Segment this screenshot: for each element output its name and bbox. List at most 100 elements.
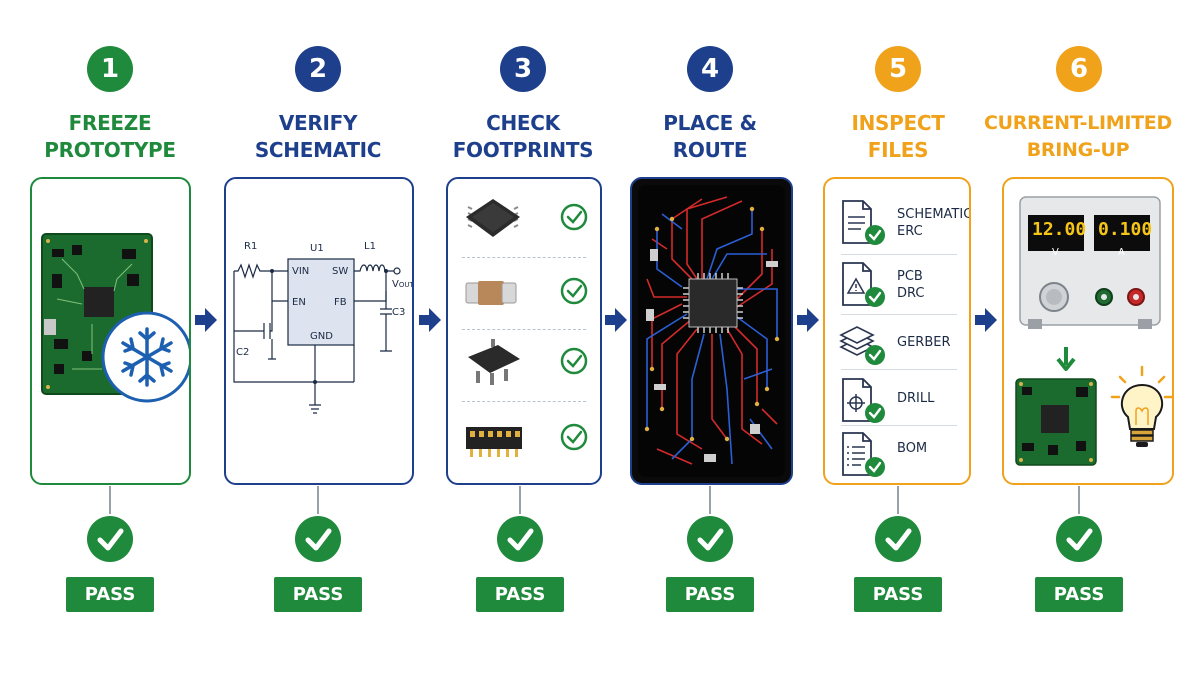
- step-3-card: [446, 177, 602, 485]
- step-6-title: CURRENT-LIMITED BRING-UP: [982, 110, 1174, 164]
- step-6-connector: [1078, 486, 1080, 514]
- arrow-right-icon: [605, 308, 627, 332]
- file-label-line2: ERC: [897, 224, 923, 239]
- schematic-c2-label: C2: [236, 347, 249, 358]
- step-5-inspect-files: 5 INSPECT FILES SCHEMATIC ERC: [798, 0, 998, 675]
- power-supply-and-lightbulb: [1015, 196, 1172, 466]
- schematic-c3-label: C3: [392, 307, 405, 318]
- pin-header-icon: [466, 427, 522, 457]
- step-3-check-icon: [497, 516, 543, 562]
- check-icon: [865, 345, 885, 365]
- file-label-line1: GERBER: [897, 335, 951, 350]
- step-3-connector: [519, 486, 521, 514]
- step-2-title-line2: SCHEMATIC: [254, 138, 382, 162]
- divider: [841, 314, 957, 315]
- step-3-title-line1: CHECK: [486, 111, 560, 135]
- step-4-card: [630, 177, 793, 485]
- schematic-vin-pin: VIN: [292, 266, 309, 277]
- schematic-sw-pin: SW: [332, 266, 348, 277]
- schematic-diagram: R1 U1 L1 VIN SW EN FB GND C2 C3 VOUT: [233, 241, 414, 414]
- step-5-check-icon: [875, 516, 921, 562]
- file-label-line1: DRILL: [897, 391, 935, 406]
- step-5-title-line2: FILES: [867, 138, 929, 162]
- step-2-card: R1 U1 L1 VIN SW EN FB GND C2 C3 VOUT: [224, 177, 414, 485]
- step-4-connector: [709, 486, 711, 514]
- check-icon: [560, 347, 588, 375]
- schematic-en-pin: EN: [292, 297, 306, 308]
- schematic-fb-pin: FB: [334, 297, 347, 308]
- step-6-title-line1: CURRENT-LIMITED: [984, 112, 1172, 134]
- step-1-number-badge: 1: [87, 46, 133, 92]
- check-icon: [865, 225, 885, 245]
- divider: [462, 401, 586, 402]
- step-4-check-icon: [687, 516, 733, 562]
- step-2-title-line1: VERIFY: [278, 111, 358, 135]
- arrow-right-icon: [975, 308, 997, 332]
- step-1-pass-badge: PASS: [66, 577, 154, 612]
- check-icon: [865, 457, 885, 477]
- step-3-title-line2: FOOTPRINTS: [452, 138, 594, 162]
- footprint-row: [448, 331, 600, 401]
- divider: [841, 254, 957, 255]
- step-2-connector: [317, 486, 319, 514]
- current-display: 0.100: [1098, 219, 1153, 240]
- check-icon: [560, 423, 588, 451]
- layers-icon: [839, 326, 875, 356]
- step-5-title: INSPECT FILES: [798, 110, 998, 164]
- step-1-freeze-prototype: 1 FREEZE PROTOTYPE: [10, 0, 210, 675]
- divider: [462, 257, 586, 258]
- file-check-gerber: GERBER: [837, 319, 969, 369]
- step-2-title: VERIFY SCHEMATIC: [218, 110, 418, 164]
- step-1-title-line2: PROTOTYPE: [44, 138, 176, 162]
- capacitor-0805-icon: [465, 281, 517, 305]
- file-label-line2: DRC: [897, 286, 925, 301]
- step-3-title: CHECK FOOTPRINTS: [423, 110, 623, 164]
- arrow-right-icon: [195, 308, 217, 332]
- step-6-check-icon: [1056, 516, 1102, 562]
- step-3-check-footprints: 3 CHECK FOOTPRINTS: [423, 0, 623, 675]
- step-1-card: [30, 177, 191, 485]
- step-2-number-badge: 2: [295, 46, 341, 92]
- step-1-title: FREEZE PROTOTYPE: [10, 110, 210, 164]
- step-4-place-route: 4 PLACE & ROUTE: [610, 0, 810, 675]
- voltage-display: 12.00: [1032, 219, 1087, 240]
- step-3-number-badge: 3: [500, 46, 546, 92]
- pcb-with-snowflake-icon: [41, 233, 189, 403]
- routed-pcb-layout: [638, 185, 785, 477]
- sot23-transistor-icon: [468, 339, 520, 385]
- file-label-line1: PCB: [897, 269, 923, 284]
- arrow-right-icon: [419, 308, 441, 332]
- schematic-vout-label: VOUT: [392, 279, 414, 290]
- divider: [841, 369, 957, 370]
- schematic-u1-label: U1: [310, 243, 324, 254]
- step-2-check-icon: [295, 516, 341, 562]
- step-2-verify-schematic: 2 VERIFY SCHEMATIC R1 U1 L1: [218, 0, 418, 675]
- check-icon: [560, 277, 588, 305]
- step-3-pass-badge: PASS: [476, 577, 564, 612]
- step-5-pass-badge: PASS: [854, 577, 942, 612]
- qfp-chip-icon: [466, 199, 520, 237]
- check-icon: [560, 203, 588, 231]
- pcb-board-icon: [1015, 378, 1097, 466]
- divider: [841, 425, 957, 426]
- step-5-title-line1: INSPECT: [851, 111, 945, 135]
- footprint-row: [448, 407, 600, 477]
- schematic-l1-label: L1: [364, 241, 376, 252]
- bench-power-supply-icon: [1019, 196, 1161, 329]
- file-check-drill: DRILL: [837, 375, 969, 425]
- current-unit-label: A: [1118, 247, 1125, 258]
- step-2-pass-badge: PASS: [274, 577, 362, 612]
- divider: [462, 329, 586, 330]
- check-icon: [865, 287, 885, 307]
- snowflake-icon: [121, 327, 173, 387]
- step-1-connector: [109, 486, 111, 514]
- step-6-card: 12.00 V 0.100 A: [1002, 177, 1174, 485]
- step-4-title-line2: ROUTE: [672, 138, 748, 162]
- step-1-check-icon: [87, 516, 133, 562]
- voltage-unit-label: V: [1052, 247, 1059, 258]
- step-5-card: SCHEMATIC ERC PCB DRC: [823, 177, 971, 485]
- footprint-row: [448, 187, 600, 257]
- footprint-row: [448, 261, 600, 331]
- arrow-right-icon: [797, 308, 819, 332]
- step-4-title-line1: PLACE &: [663, 111, 757, 135]
